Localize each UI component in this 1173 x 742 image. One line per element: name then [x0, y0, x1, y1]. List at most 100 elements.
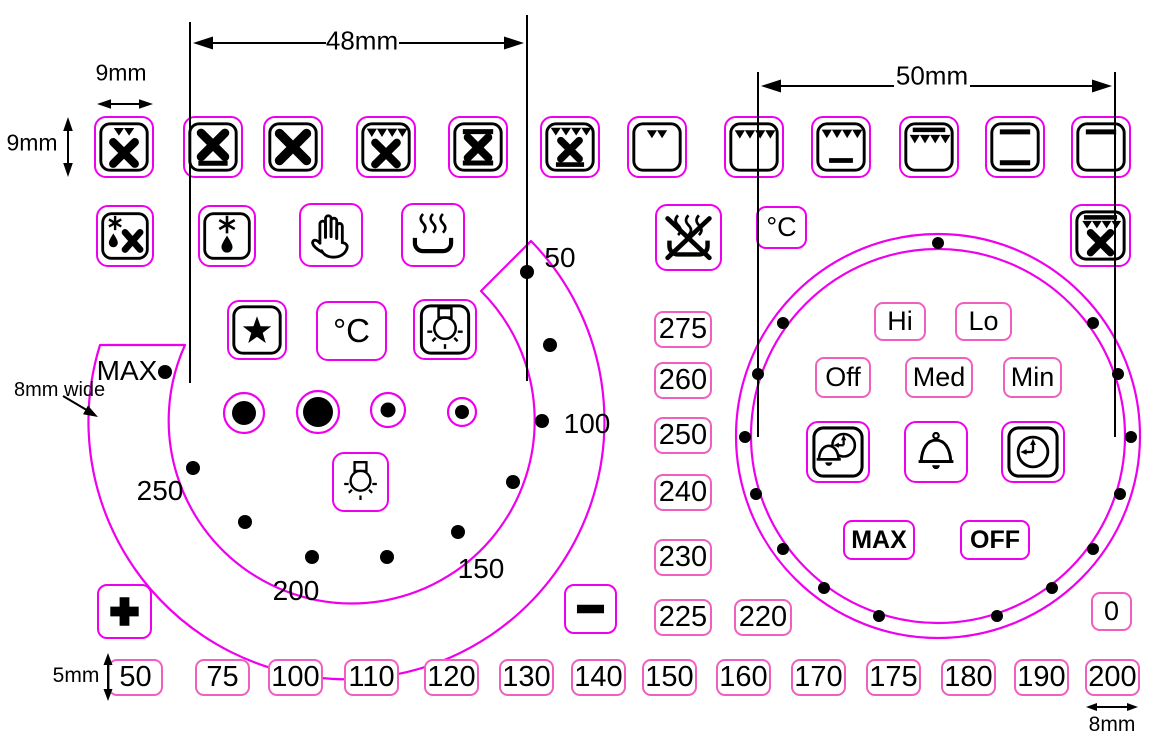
dial-position-dot — [752, 368, 764, 380]
temp-badge-190[interactable]: 190 — [1014, 659, 1069, 696]
fan-grill-small-icon[interactable] — [94, 116, 154, 178]
top-heat-grill-fan-icon[interactable] — [1070, 204, 1131, 267]
burner-ring — [446, 396, 478, 428]
oven-light-icon[interactable] — [332, 452, 389, 512]
keep-warm-icon[interactable] — [401, 203, 465, 267]
dial-position-dot — [777, 543, 789, 555]
temp-badge-150[interactable]: 150 — [642, 659, 697, 696]
defrost-icon[interactable] — [198, 205, 256, 267]
temp-badge-75[interactable]: 75 — [195, 659, 250, 696]
arc-scale-dot — [506, 475, 520, 489]
oven-light-icon[interactable] — [413, 299, 477, 360]
burner-ring — [295, 389, 341, 435]
dial-label-max[interactable]: MAX — [843, 520, 915, 560]
arc-scale-label-150: 150 — [457, 553, 505, 584]
dim-label-width: 8mm — [1088, 713, 1136, 736]
top-bottom-heat-icon[interactable] — [985, 116, 1045, 178]
dial-position-dot — [1114, 488, 1126, 500]
temp-badge-220[interactable]: 220 — [734, 599, 792, 636]
temp-badge-230[interactable]: 230 — [654, 539, 712, 576]
dial-position-dot — [750, 488, 762, 500]
dial-position-dot — [1125, 431, 1137, 443]
dial-label-lo[interactable]: Lo — [955, 302, 1012, 341]
temp-badge-275[interactable]: 275 — [654, 311, 712, 348]
zero-badge-text: 0 — [1103, 596, 1120, 626]
dim-band-width: 8mm wide — [14, 379, 106, 401]
keep-warm-crossed-icon[interactable] — [655, 204, 722, 271]
burner-dot — [455, 405, 469, 419]
dim-icon-height: 9mm — [6, 129, 58, 156]
arc-scale-dot — [451, 525, 465, 539]
grill-full-icon[interactable] — [724, 116, 784, 178]
dial-label-min[interactable]: Min — [1003, 357, 1062, 398]
temp-badge-100[interactable]: 100 — [268, 659, 323, 696]
timer-icon[interactable] — [1001, 421, 1065, 483]
zero-badge[interactable]: 0 — [1091, 592, 1132, 631]
plus-icon[interactable] — [97, 584, 152, 639]
temp-badge-170[interactable]: 170 — [791, 659, 846, 696]
temp-badge-160[interactable]: 160 — [716, 659, 771, 696]
dial-label-off[interactable]: OFF — [960, 520, 1030, 560]
arc-scale-label-50: 50 — [544, 242, 576, 273]
star-icon[interactable] — [227, 300, 287, 360]
dial-position-dot — [1112, 368, 1124, 380]
arc-scale-dot — [158, 365, 172, 379]
dial-outer-ring — [734, 232, 1142, 640]
auto-timer-icon[interactable] — [806, 421, 870, 483]
temp-badge-180[interactable]: 180 — [941, 659, 996, 696]
dial-position-dot — [739, 431, 751, 443]
top-heat-icon[interactable] — [1071, 116, 1131, 178]
temp-badge-250[interactable]: 250 — [654, 417, 712, 454]
temp-badge-130[interactable]: 130 — [499, 659, 554, 696]
temp-badge-120[interactable]: 120 — [424, 659, 479, 696]
hand-wash-icon[interactable] — [299, 203, 363, 267]
arc-scale-label-100: 100 — [563, 408, 611, 439]
top-heat-grill-icon[interactable] — [899, 116, 959, 178]
grill-bottom-heat-icon[interactable] — [811, 116, 871, 178]
dial-position-dot — [932, 237, 944, 249]
minus-icon[interactable] — [564, 584, 617, 634]
minute-minder-icon[interactable] — [904, 421, 968, 483]
dial-position-dot — [818, 582, 830, 594]
burner-dot — [380, 402, 396, 418]
dial-position-dot — [777, 317, 789, 329]
grill-fan-bottom-heat-icon[interactable] — [540, 116, 600, 178]
dial-position-dot — [1087, 543, 1099, 555]
grill-half-icon[interactable] — [627, 116, 687, 178]
dim-label-height: 5mm — [52, 664, 100, 687]
temp-badge-200[interactable]: 200 — [1085, 659, 1140, 696]
temp-badge-260[interactable]: 260 — [654, 362, 712, 399]
arc-scale-dot — [305, 550, 319, 564]
defrost-fan-icon[interactable] — [96, 205, 154, 267]
fan-icon[interactable] — [263, 116, 323, 178]
temp-badge-225[interactable]: 225 — [654, 599, 712, 636]
arc-scale-label-200: 200 — [272, 575, 320, 606]
dim-dial-span: 50mm — [895, 60, 969, 91]
celsius-tile[interactable]: °C — [316, 301, 387, 361]
temp-badge-50[interactable]: 50 — [108, 659, 163, 696]
dim-icon-width: 9mm — [95, 59, 147, 86]
arc-scale-label-max: MAX — [96, 355, 158, 386]
arc-scale-dot — [238, 515, 252, 529]
fan-bottom-heat-icon[interactable] — [183, 116, 243, 178]
temp-badge-140[interactable]: 140 — [571, 659, 626, 696]
dial-position-dot — [1087, 317, 1099, 329]
celsius-badge-text: °C — [766, 212, 797, 242]
dial-label-off[interactable]: Off — [815, 357, 871, 398]
dial-label-hi[interactable]: Hi — [874, 302, 926, 341]
burner-ring — [369, 391, 407, 429]
dial-position-dot — [1046, 582, 1058, 594]
arc-scale-label-250: 250 — [136, 475, 184, 506]
celsius-tile-text: °C — [332, 312, 371, 349]
fan-top-bottom-heat-icon[interactable] — [448, 116, 508, 178]
temp-badge-110[interactable]: 110 — [344, 659, 399, 696]
temp-badge-220-text: 220 — [738, 601, 788, 633]
temp-badge-240[interactable]: 240 — [654, 474, 712, 511]
celsius-badge[interactable]: °C — [756, 206, 807, 249]
temperature-arc-band — [87, 239, 606, 681]
temp-badge-175[interactable]: 175 — [866, 659, 921, 696]
dial-label-med[interactable]: Med — [905, 357, 973, 398]
grill-fan-icon[interactable] — [356, 116, 416, 178]
